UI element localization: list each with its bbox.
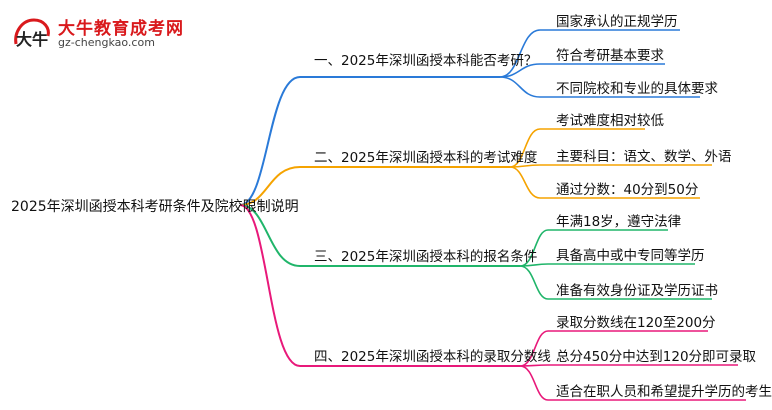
logo-url: gz-chengkao.com (58, 36, 155, 49)
branch-3-leaf-2: 具备高中或中专同等学历 (556, 248, 705, 264)
branch-2-leaf-3: 通过分数：40分到50分 (556, 182, 699, 198)
mindmap-connectors (239, 29, 746, 401)
branch-2-leaf-2: 主要科目：语文、数学、外语 (556, 149, 732, 165)
connector-b1-leaf-2 (499, 63, 665, 78)
branch-1-leaf-1: 国家承认的正规学历 (556, 14, 678, 30)
connector-b3-leaf-3 (519, 265, 712, 300)
connector-b3-leaf-1 (519, 229, 668, 267)
mindmap-root: 2025年深圳函授本科考研条件及院校限制说明 (11, 199, 299, 215)
connector-b4-leaf-3 (519, 365, 746, 401)
connector-b2-leaf-1 (509, 128, 645, 168)
connector-root-branch-1 (239, 76, 500, 206)
connector-b3-leaf-2 (519, 263, 695, 267)
logo-mark-text: 大牛 (16, 30, 48, 49)
site-logo[interactable]: 大牛 大牛教育成考网 gz-chengkao.com (10, 12, 250, 56)
connector-root-branch-4 (239, 204, 520, 367)
branch-3-label: 三、2025年深圳函授本科的报名条件 (314, 249, 538, 265)
branch-2-leaf-1: 考试难度相对较低 (556, 113, 664, 129)
connector-b4-leaf-2 (519, 364, 738, 367)
branch-4-leaf-1: 录取分数线在120至200分 (556, 315, 716, 331)
branch-3-leaf-1: 年满18岁，遵守法律 (556, 214, 682, 230)
connector-b2-leaf-2 (509, 164, 712, 168)
branch-4-label: 四、2025年深圳函授本科的录取分数线 (314, 349, 551, 365)
connector-root-branch-3 (239, 204, 520, 267)
connector-root-branch-2 (239, 166, 510, 206)
connector-b2-leaf-3 (509, 166, 700, 199)
connector-b1-leaf-3 (499, 76, 700, 98)
branch-3-leaf-3: 准备有效身份证及学历证书 (556, 283, 718, 299)
branch-1-leaf-2: 符合考研基本要求 (556, 48, 664, 64)
branch-1-label: 一、2025年深圳函授本科能否考研？ (314, 53, 538, 69)
connector-b1-leaf-1 (499, 29, 680, 78)
branch-4-leaf-3: 适合在职人员和希望提升学历的考生 (556, 384, 772, 400)
branch-4-leaf-2: 总分450分中达到120分即可录取 (556, 349, 757, 365)
branch-2-label: 二、2025年深圳函授本科的考试难度 (314, 150, 538, 166)
branch-1-leaf-3: 不同院校和专业的具体要求 (556, 81, 718, 97)
logo-mark-icon: 大牛 (14, 18, 50, 49)
logo-title: 大牛教育成考网 (58, 19, 184, 39)
connector-b4-leaf-1 (519, 330, 708, 367)
